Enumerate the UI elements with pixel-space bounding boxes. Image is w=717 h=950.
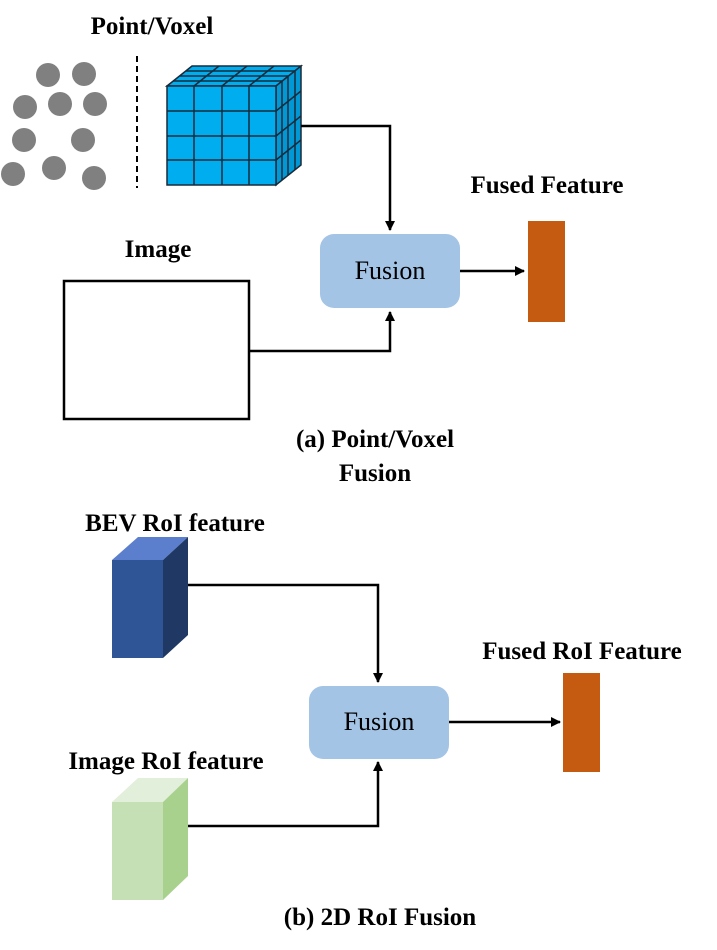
image-frame (62, 279, 251, 421)
fusion-box-b (309, 686, 449, 759)
fusion-label-b: Fusion (344, 707, 415, 736)
image-label: Image (125, 236, 192, 263)
caption-a-line2: Fusion (339, 460, 411, 487)
voxel-to-fusion-arrow (301, 124, 395, 231)
bev-roi-label: BEV RoI feature (85, 510, 265, 537)
image-to-fusion-arrow (249, 311, 395, 353)
bev-to-fusion-arrow (188, 583, 383, 683)
image-roi-label: Image RoI feature (68, 748, 263, 775)
fused-roi-label: Fused RoI Feature (482, 638, 682, 665)
caption-a-line1: (a) Point/Voxel (296, 426, 454, 453)
caption-b: (b) 2D RoI Fusion (284, 904, 476, 931)
fusion-box-a (320, 234, 460, 308)
point-voxel-label: Point/Voxel (91, 13, 214, 40)
fused-roi-bar (563, 673, 600, 772)
image-roi-cube-icon (112, 778, 188, 900)
point-cloud-icon (1, 62, 107, 190)
fused-feature-bar (528, 221, 565, 322)
fused-feature-label: Fused Feature (471, 172, 624, 199)
fusion-label-a: Fusion (355, 256, 426, 285)
bev-roi-cube-icon (112, 537, 188, 658)
voxel-grid-icon (164, 64, 304, 187)
image-roi-to-fusion-arrow (188, 761, 383, 828)
